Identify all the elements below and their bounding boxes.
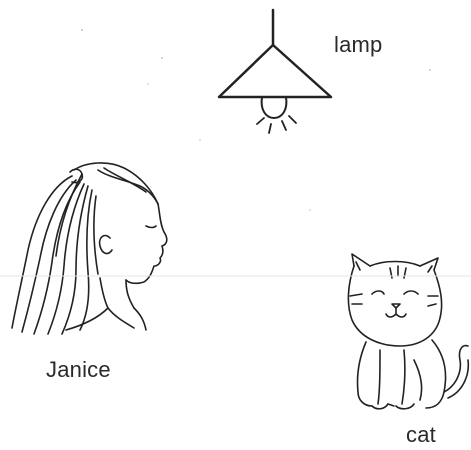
lamp-label: lamp: [334, 32, 383, 58]
cat-label: cat: [406, 422, 436, 448]
janice-label: Janice: [46, 357, 111, 383]
